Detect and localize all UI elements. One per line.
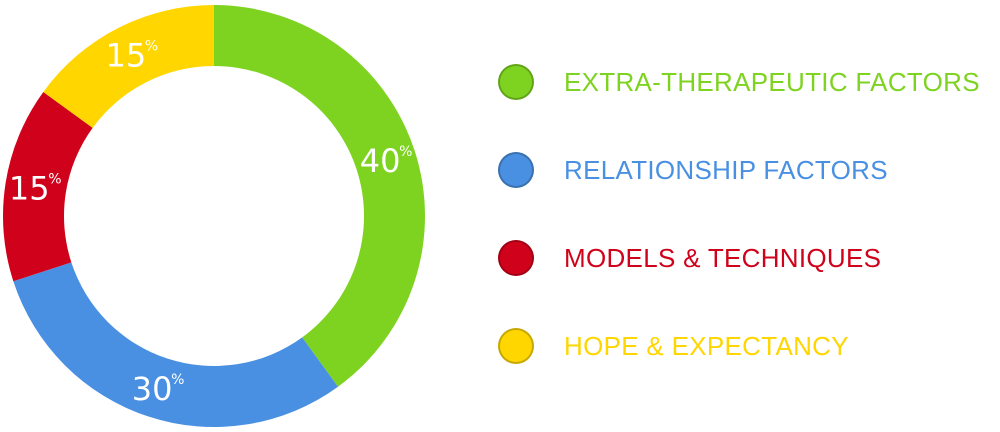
legend-swatch bbox=[498, 64, 534, 100]
legend-swatch bbox=[498, 152, 534, 188]
data-label: 40 bbox=[360, 142, 401, 180]
legend-swatch bbox=[498, 328, 534, 364]
legend-item-models: MODELS & TECHNIQUES bbox=[498, 238, 881, 278]
donut-slice bbox=[3, 91, 93, 282]
legend-swatch bbox=[498, 240, 534, 276]
legend-label: MODELS & TECHNIQUES bbox=[564, 242, 882, 273]
legend-item-relationship: RELATIONSHIP FACTORS bbox=[498, 150, 888, 190]
legend-item-extra-therapeutic: EXTRA-THERAPEUTIC FACTORS bbox=[498, 62, 980, 102]
legend-label: EXTRA-THERAPEUTIC FACTORS bbox=[564, 66, 980, 97]
legend-label: HOPE & EXPECTANCY bbox=[564, 330, 849, 361]
donut-slice bbox=[214, 5, 426, 387]
legend-label: RELATIONSHIP FACTORS bbox=[564, 154, 888, 185]
donut-slice bbox=[43, 4, 215, 128]
donut-chart: 40%30%15%15% bbox=[3, 4, 426, 427]
data-label: 30 bbox=[132, 370, 173, 408]
data-label-unit: % bbox=[145, 39, 158, 55]
data-label: 15 bbox=[9, 170, 50, 208]
data-label: 15 bbox=[105, 37, 146, 75]
legend-item-hope: HOPE & EXPECTANCY bbox=[498, 326, 849, 366]
data-label-unit: % bbox=[399, 144, 412, 160]
data-label-unit: % bbox=[48, 172, 61, 188]
data-label-unit: % bbox=[171, 372, 184, 388]
donut-slice bbox=[13, 262, 339, 427]
